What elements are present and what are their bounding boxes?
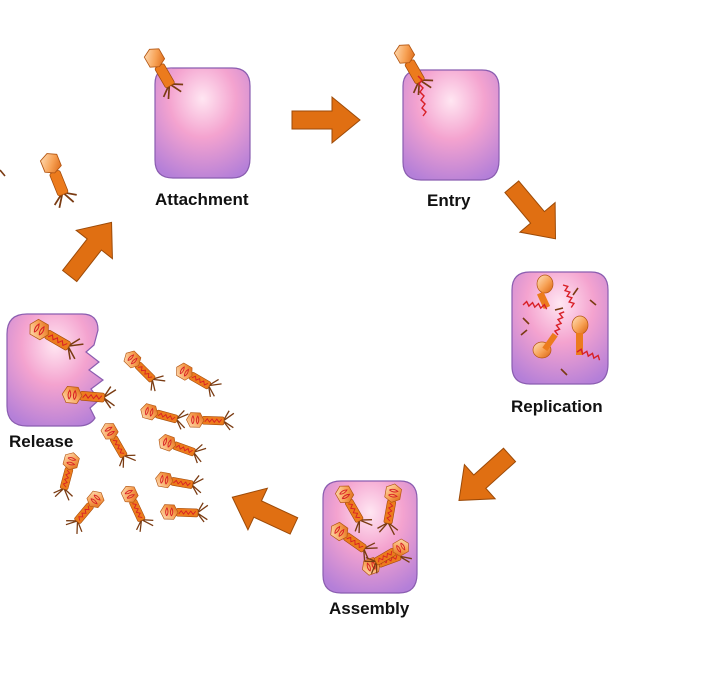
release-cell <box>6 313 105 427</box>
arrow-assembly-to-release <box>222 475 305 548</box>
stage-label-assembly: Assembly <box>329 599 410 618</box>
replicating-phage-parts <box>520 274 597 376</box>
replication-cell <box>511 271 609 385</box>
arrow-entry-to-replication <box>493 171 574 255</box>
stage-label-entry: Entry <box>427 191 471 210</box>
injected-dna <box>417 75 427 117</box>
offscreen-phage-fragment <box>0 169 6 177</box>
stage-label-replication: Replication <box>511 397 603 416</box>
arrow-release-to-attachment <box>51 207 131 291</box>
arrow-replication-to-assembly <box>443 437 526 519</box>
free-phage <box>34 148 80 210</box>
stage-label-attachment: Attachment <box>155 190 249 209</box>
arrow-attachment-to-entry <box>291 96 361 144</box>
stage-label-release: Release <box>9 432 74 451</box>
